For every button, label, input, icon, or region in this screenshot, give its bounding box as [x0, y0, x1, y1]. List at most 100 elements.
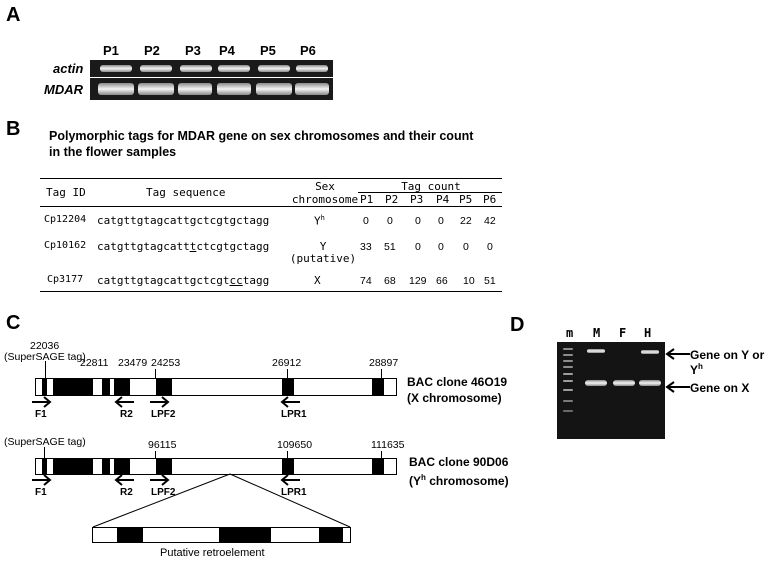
header-p6: P6: [483, 193, 497, 206]
position-tick: [44, 447, 45, 459]
ladder-band: [563, 380, 573, 382]
retro-block: [319, 528, 343, 542]
position-tick: [381, 369, 382, 379]
chromosome-cell: Y: [319, 240, 327, 253]
retroelement-label: Putative retroelement: [160, 547, 265, 559]
ladder-band: [563, 410, 573, 412]
position-label: 28897: [369, 357, 399, 369]
exon-block: [372, 459, 384, 474]
position-tick: [287, 451, 288, 459]
lane-label-h: H: [644, 326, 652, 340]
gel-band: [613, 380, 635, 386]
position-label: 111635: [371, 439, 405, 451]
exon-block: [114, 379, 130, 395]
gel-band: [100, 65, 132, 72]
gel-band: [217, 83, 251, 95]
header-sex: Sex: [315, 180, 335, 193]
row-label-mdar: MDAR: [44, 82, 83, 97]
exon-block: [282, 459, 294, 474]
gel-band: [585, 380, 607, 386]
tag-id-cell: Cp3177: [47, 274, 84, 285]
tag-sequence-cell: catgttgtagcatttctcgtgctagg: [97, 240, 270, 253]
exon-block: [42, 379, 47, 395]
header-p2: P2: [385, 193, 399, 206]
count-cell: 0: [387, 215, 393, 227]
retro-block: [219, 528, 271, 542]
header-chromosome: chromosome: [291, 193, 359, 206]
lane-label-p5: P5: [260, 43, 276, 58]
gel-band: [587, 349, 605, 353]
ladder-band: [563, 360, 573, 362]
exon-block: [372, 379, 384, 395]
count-cell: 22: [460, 215, 472, 227]
gel-band: [138, 83, 174, 95]
exon-block: [102, 379, 110, 395]
primer-lpf2: LPF2: [151, 487, 176, 498]
primer-f1: F1: [35, 409, 47, 420]
count-cell: 0: [438, 241, 444, 253]
gel-band: [218, 65, 250, 72]
chromosome-cell: Yh: [314, 214, 325, 228]
position-label: 96115: [148, 439, 177, 451]
ladder-band: [563, 348, 573, 350]
lane-label-m-small: m: [566, 326, 574, 340]
position-tick: [155, 451, 156, 459]
header-p5: P5: [459, 193, 473, 206]
count-cell: 0: [415, 241, 421, 253]
position-label: 22811: [80, 357, 109, 369]
position-tick: [155, 369, 156, 379]
panel-d-letter: D: [510, 314, 525, 336]
panel-a-letter: A: [6, 4, 21, 26]
table-title: Polymorphic tags for MDAR gene on sex ch…: [49, 128, 473, 160]
tag-id-cell: Cp12204: [44, 214, 87, 225]
ladder-band: [563, 366, 573, 368]
tag-sequence-cell: catgttgtagcattgctcgtgctagg: [97, 214, 270, 227]
table-title-line1: Polymorphic tags for MDAR gene on sex ch…: [49, 129, 474, 143]
exon-block: [53, 459, 93, 474]
clone1-primer-arrows: [32, 396, 300, 408]
ladder-band: [563, 389, 573, 391]
clone1-label: BAC clone 46O19 (X chromosome): [407, 375, 508, 405]
ladder-band: [563, 400, 573, 402]
clone2-primers-and-expansion: [32, 473, 351, 528]
table-bottom-rule: [40, 291, 502, 292]
count-cell: 33: [360, 241, 372, 253]
panel-c-letter: C: [6, 312, 21, 334]
chromosome-note: (putative): [289, 252, 357, 265]
position-label: 22036: [30, 340, 60, 352]
primer-lpf2: LPF2: [151, 409, 176, 420]
table-header-rule: [40, 206, 502, 207]
exon-block: [42, 459, 47, 474]
lane-label-p1: P1: [103, 43, 119, 58]
primer-r2: R2: [120, 487, 133, 498]
gel-band: [641, 350, 659, 354]
table-title-line2: in the flower samples: [49, 145, 177, 159]
lane-label-p4: P4: [219, 43, 235, 58]
count-cell: 0: [415, 215, 421, 227]
lane-label-m: M: [593, 326, 601, 340]
count-cell: 0: [463, 241, 469, 253]
position-label: 23479: [118, 357, 148, 369]
gel-band: [295, 83, 329, 95]
position-tick: [381, 451, 382, 459]
gel-band: [180, 65, 212, 72]
chromosome-cell: X: [314, 274, 321, 287]
header-tag-sequence: Tag sequence: [146, 186, 226, 199]
ladder-band: [563, 373, 573, 375]
count-cell: 10: [463, 275, 475, 287]
exon-block: [156, 379, 172, 395]
count-cell: 51: [484, 275, 496, 287]
count-cell: 0: [363, 215, 369, 227]
count-cell: 0: [487, 241, 493, 253]
primer-f1: F1: [35, 487, 47, 498]
header-p3: P3: [410, 193, 424, 206]
gel-band: [140, 65, 172, 72]
panel-d-gel: [557, 342, 665, 439]
retroelement-bar: [92, 527, 351, 543]
tag-sequence-cell: catgttgtagcattgctcgtcctagg: [97, 274, 270, 287]
mdar-gel: [90, 78, 333, 100]
exon-block: [156, 459, 172, 474]
position-label: 24253: [151, 357, 181, 369]
count-cell: 68: [384, 275, 396, 287]
header-p4: P4: [436, 193, 450, 206]
